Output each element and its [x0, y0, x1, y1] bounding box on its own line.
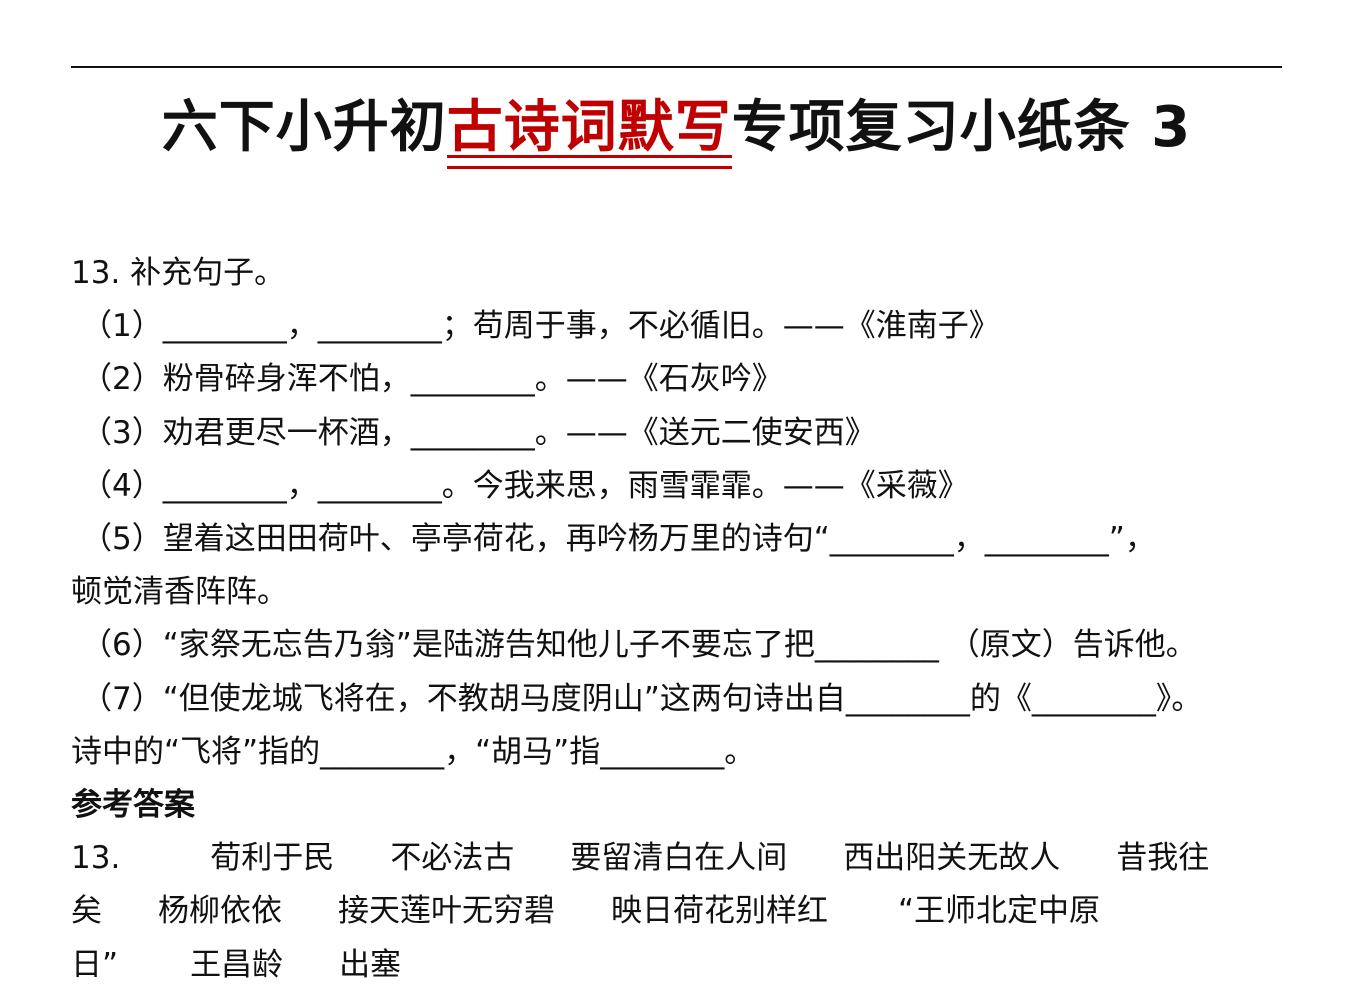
answer: 出塞	[339, 946, 402, 983]
question-item: （1）________，________；苟周于事，不必循旧。——《淮南子》	[81, 308, 1000, 345]
title-highlight: 古诗词默写	[446, 82, 732, 169]
answer-number: 13.	[71, 840, 121, 877]
answer: 西出阳关无故人	[843, 840, 1061, 877]
answer: “王师北定中原	[898, 893, 1101, 930]
question-item: （5）望着这田田荷叶、亭亭荷花，再吟杨万里的诗句“________，______…	[81, 521, 1156, 558]
question-item: （7）“但使龙城飞将在，不教胡马度阴山”这两句诗出自________的《____…	[81, 680, 1203, 717]
answer: 杨柳依依	[158, 893, 282, 930]
answers-heading: 参考答案	[71, 787, 195, 824]
answer-line: 13. 荀利于民 不必法古 要留清白在人间 西出阳关无故人 昔我往	[71, 832, 1291, 885]
title-part2: 专项复习小纸条 3	[731, 95, 1192, 160]
question-item: （3）劝君更尽一杯酒，________。——《送元二使安西》	[81, 414, 876, 451]
answer: 映日荷花别样红	[611, 893, 828, 930]
question-item: 顿觉清香阵阵。	[71, 574, 288, 611]
answer: 昔我往	[1116, 840, 1210, 877]
question-item: （2）粉骨碎身浑不怕，________。——《石灰吟》	[81, 361, 783, 398]
answer: 矣	[71, 893, 102, 930]
title-part1: 六下小升初	[161, 95, 447, 160]
answer: 不必法古	[390, 840, 515, 877]
answer: 接天莲叶无穷碧	[338, 893, 555, 930]
document-body: 13. 补充句子。 （1）________，________；苟周于事，不必循旧…	[71, 247, 1291, 992]
answer-line: 日” 王昌龄 出塞	[71, 939, 1291, 992]
answer-line: 矣 杨柳依依 接天莲叶无穷碧 映日荷花别样红 “王师北定中原	[71, 885, 1291, 938]
top-rule	[71, 66, 1282, 68]
question-item: 诗中的“飞将”指的________，“胡马”指________。	[71, 733, 756, 770]
answer: 日”	[71, 946, 119, 983]
answer: 王昌龄	[190, 946, 284, 983]
answer: 荀利于民	[210, 840, 335, 877]
question-heading: 13. 补充句子。	[71, 255, 286, 291]
answer: 要留清白在人间	[570, 840, 788, 877]
question-item: （6）“家祭无忘告乃翁”是陆游告知他儿子不要忘了把________ （原文）告诉…	[81, 627, 1197, 664]
question-item: （4）________，________。今我来思，雨雪霏霏。——《采薇》	[81, 467, 969, 504]
page-title: 六下小升初古诗词默写专项复习小纸条 3	[0, 82, 1353, 169]
